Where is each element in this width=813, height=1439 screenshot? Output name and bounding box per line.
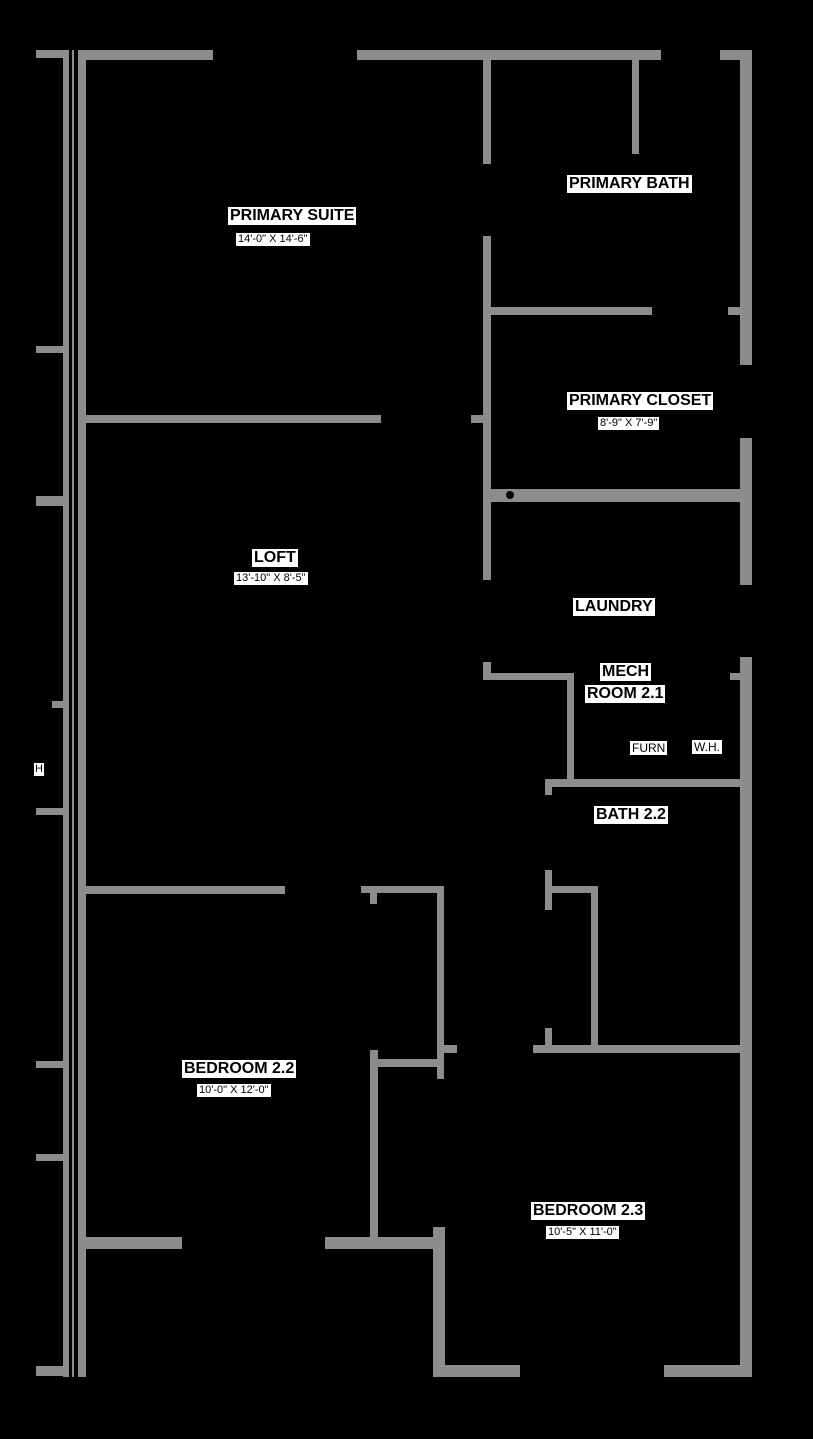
room-label-bedroom-23: BEDROOM 2.3	[531, 1202, 646, 1220]
exterior-wall-right-upper	[740, 50, 752, 365]
exterior-wall-left-inner	[78, 50, 86, 1377]
room-label-mech-line2: ROOM 2.1	[585, 685, 666, 703]
wall-stub	[52, 701, 64, 708]
closet-fixture-dot	[506, 491, 514, 499]
bed22-bottom-left	[80, 1237, 182, 1249]
bed23-bottom-right	[664, 1365, 752, 1377]
exterior-wall-right-lower	[740, 657, 752, 1377]
furnace-label: FURN	[630, 741, 668, 755]
room-dims-bedroom-23: 10'-5" X 11'-0"	[546, 1226, 619, 1239]
mech-bottom-wall	[545, 779, 742, 787]
room-label-primary-suite: PRIMARY SUITE	[228, 207, 357, 225]
wall-stub	[36, 808, 64, 815]
exterior-wall-left-line	[72, 50, 74, 1377]
suite-loft-stub	[471, 415, 485, 423]
top-wall-corner	[720, 50, 752, 60]
closet-bottom-wall	[490, 489, 742, 502]
bath22-bottom-wall	[533, 1045, 742, 1053]
room-dims-primary-suite: 14'-0" X 14'-6"	[236, 233, 310, 246]
bath-bottom-wall	[490, 307, 652, 315]
exterior-wall-left-outer	[63, 50, 69, 1377]
hall-closet-right-stub	[437, 1045, 457, 1053]
top-wall-right	[357, 50, 661, 60]
mech-top-wall	[490, 673, 574, 680]
loft-bed22-divider	[80, 886, 285, 894]
exterior-wall-right-mid	[740, 438, 752, 585]
top-wall-left	[80, 50, 213, 60]
water-heater-label: W.H.	[692, 740, 722, 754]
bath22-inner-wall	[591, 886, 598, 1050]
center-wall	[483, 236, 491, 580]
room-label-primary-closet: PRIMARY CLOSET	[567, 392, 714, 410]
bath22-stub-bottom	[545, 1028, 552, 1050]
hall-closet-bottom	[370, 1059, 444, 1067]
room-label-bedroom-22: BEDROOM 2.2	[182, 1060, 297, 1078]
mech-left-wall	[567, 673, 574, 783]
room-dims-bedroom-22: 10'-0" X 12'-0"	[197, 1084, 271, 1097]
edge-mark: H	[34, 763, 44, 776]
bath-partition	[632, 50, 639, 154]
suite-loft-divider	[80, 415, 381, 423]
bed23-bottom-left	[433, 1365, 520, 1377]
room-label-loft: LOFT	[252, 549, 298, 567]
wall-stub	[36, 50, 66, 58]
bath-bottom-stub	[728, 307, 742, 315]
mech-stub-left	[483, 662, 491, 680]
hall-closet-stub	[370, 886, 377, 904]
wall-stub	[36, 1366, 66, 1376]
mech-top-stub	[730, 673, 742, 680]
wall-stub	[36, 346, 64, 353]
bed23-left-wall	[433, 1227, 445, 1377]
mech-bottom-stub	[545, 779, 552, 795]
room-label-laundry: LAUNDRY	[573, 598, 655, 616]
wall-stub	[36, 496, 64, 506]
wall-stub	[36, 1154, 64, 1161]
bath-wall-left	[483, 50, 491, 164]
room-label-primary-bath: PRIMARY BATH	[567, 175, 692, 193]
bed22-bottom-right	[325, 1237, 443, 1249]
wall-stub	[36, 1061, 64, 1068]
hall-closet-top	[361, 886, 444, 893]
room-label-mech-line1: MECH	[600, 663, 652, 681]
hall-closet-right	[437, 886, 444, 1079]
room-dims-loft: 13'-10" X 8'-5"	[234, 572, 308, 585]
bath22-top-wall	[545, 886, 598, 893]
bed22-closet-wall	[370, 1050, 378, 1240]
room-dims-primary-closet: 8'-9" X 7'-9"	[598, 417, 660, 430]
room-label-bath-22: BATH 2.2	[594, 806, 668, 824]
